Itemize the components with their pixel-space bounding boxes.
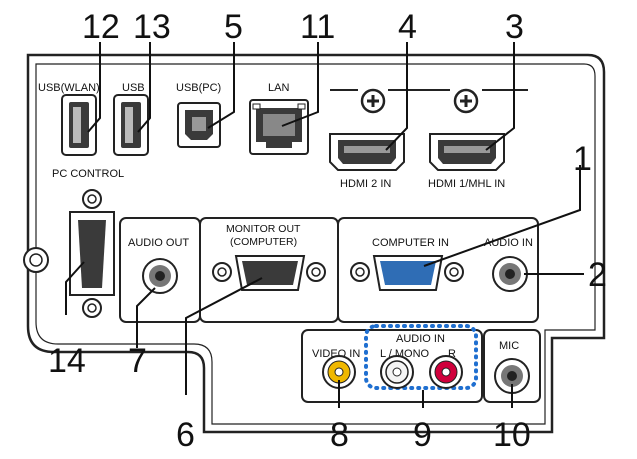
callout-11: 11 [300, 8, 335, 46]
label-pc-control: PC CONTROL [52, 168, 124, 180]
audio-in-r-rca [429, 355, 463, 389]
audio-in-l-rca [380, 355, 414, 389]
callout-line-7 [136, 287, 156, 348]
audio-in-jack [492, 256, 528, 292]
callout-1: 1 [573, 140, 592, 178]
callout-9: 9 [413, 416, 432, 454]
label-lan: LAN [268, 82, 289, 94]
label-monitor-out-computer: (COMPUTER) [230, 236, 297, 248]
callout-14: 14 [48, 342, 86, 380]
callout-8: 8 [330, 416, 349, 454]
callout-line-1 [423, 165, 581, 267]
label-mic: MIC [499, 340, 519, 352]
label-audio-in-right: AUDIO IN [484, 237, 533, 249]
label-audio-out: AUDIO OUT [128, 237, 189, 249]
security-slot [23, 247, 49, 273]
panel-inner-outline [35, 63, 596, 425]
hdmi1-port [429, 133, 505, 171]
callout-line-14 [65, 261, 85, 315]
callout-line-5 [207, 42, 235, 129]
label-computer-in: COMPUTER IN [372, 237, 449, 249]
callout-12: 12 [82, 8, 120, 46]
hdmi2-port [329, 133, 405, 171]
monitor-out-vga [212, 255, 326, 291]
label-video-in: VIDEO IN [312, 348, 360, 360]
callout-7: 7 [128, 342, 147, 380]
mic-jack [494, 358, 530, 394]
screw-right [453, 88, 479, 114]
callout-6: 6 [176, 416, 195, 454]
callout-5: 5 [224, 8, 243, 46]
audio-out-jack [142, 258, 178, 294]
pc-control-port [69, 189, 115, 318]
callout-line-6 [185, 277, 263, 395]
usb-port [113, 94, 149, 156]
callout-10: 10 [493, 416, 531, 454]
callout-line-11 [281, 42, 319, 127]
label-usb: USB [122, 82, 145, 94]
label-hdmi2: HDMI 2 IN [340, 178, 391, 190]
label-usb-wlan: USB(WLAN) [38, 82, 100, 94]
usb-wlan-port [61, 94, 97, 156]
callout-3: 3 [505, 8, 524, 46]
computer-in-vga [350, 255, 464, 291]
callout-4: 4 [398, 8, 417, 46]
audio-in-group-outline [364, 324, 478, 390]
callout-lines [65, 42, 584, 408]
usb-pc-port [177, 102, 221, 148]
label-usb-pc: USB(PC) [176, 82, 221, 94]
callout-line-4 [385, 42, 408, 151]
callout-line-12 [87, 42, 101, 133]
lan-port [249, 99, 309, 155]
label-audio-in-bottom: AUDIO IN [396, 333, 445, 345]
label-hdmi1: HDMI 1/MHL IN [428, 178, 505, 190]
callout-2: 2 [588, 256, 607, 294]
label-r: R [448, 348, 456, 360]
screw-left [360, 88, 386, 114]
callout-line-13 [137, 42, 151, 133]
callout-13: 13 [133, 8, 171, 46]
label-monitor-out: MONITOR OUT [226, 223, 301, 235]
callout-line-3 [485, 42, 515, 151]
